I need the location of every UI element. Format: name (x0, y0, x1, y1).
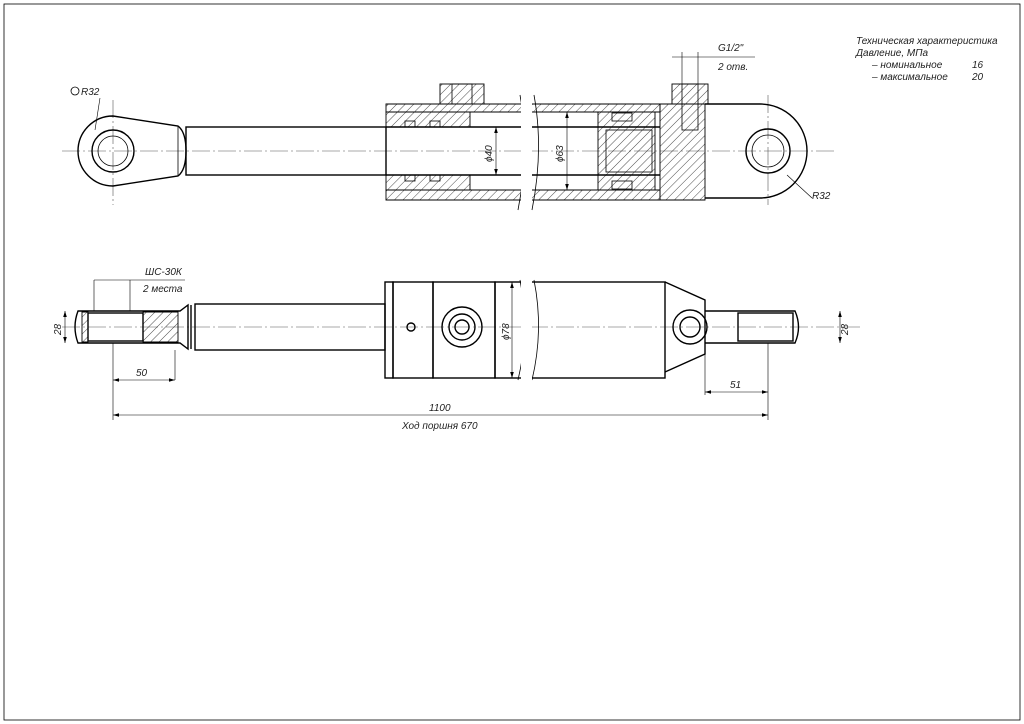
screw (406, 322, 416, 332)
spec-title: Техническая характеристика (856, 36, 998, 47)
eye-width-left-label: 28 (53, 323, 64, 336)
left-bearing (87, 312, 144, 342)
spec-nominal-label: – номинальное (871, 60, 943, 71)
radius-left-label: R32 (81, 87, 100, 98)
port-rod-side (439, 83, 485, 105)
top-section-view (62, 52, 835, 211)
piston-rod (185, 126, 387, 176)
piston (597, 111, 656, 191)
bore-diameter-label: ϕ63 (555, 145, 566, 162)
right-bearing (737, 312, 794, 342)
radius-right-label: R32 (812, 191, 831, 202)
right-clevis-eye (705, 103, 808, 199)
port-count-label: 2 отв. (717, 62, 748, 73)
eye-width-right-label: 28 (840, 323, 851, 336)
bottom-outline-view (62, 279, 860, 420)
spec-pressure: Давление, МПа (855, 48, 928, 59)
bearing-label: ШС-30К (145, 267, 183, 278)
bearing-count-label: 2 места (142, 284, 183, 295)
body-diameter-label: ϕ78 (501, 323, 512, 340)
cylinder-body (494, 281, 666, 379)
stroke-label: Ход поршня 670 (401, 421, 478, 432)
sheet-frame (3, 3, 1021, 721)
spec-max-label: – максимальное (871, 72, 948, 83)
spec-max-value: 20 (971, 72, 984, 83)
overall-length-label: 1100 (429, 403, 451, 414)
gland (385, 111, 471, 128)
spec-block: Техническая характеристика Давление, МПа… (855, 36, 998, 83)
port-thread-label: G1/2" (718, 43, 744, 54)
port-cap-side (671, 83, 709, 105)
dim-right-label: 51 (730, 380, 741, 391)
port-boss (441, 306, 483, 348)
left-rod-end (74, 303, 189, 351)
dim-left-label: 50 (136, 368, 148, 379)
rod-diameter-label: ϕ40 (484, 145, 495, 162)
rear-port (672, 309, 708, 345)
spec-nominal-value: 16 (972, 60, 984, 71)
right-clevis-end (705, 310, 800, 344)
